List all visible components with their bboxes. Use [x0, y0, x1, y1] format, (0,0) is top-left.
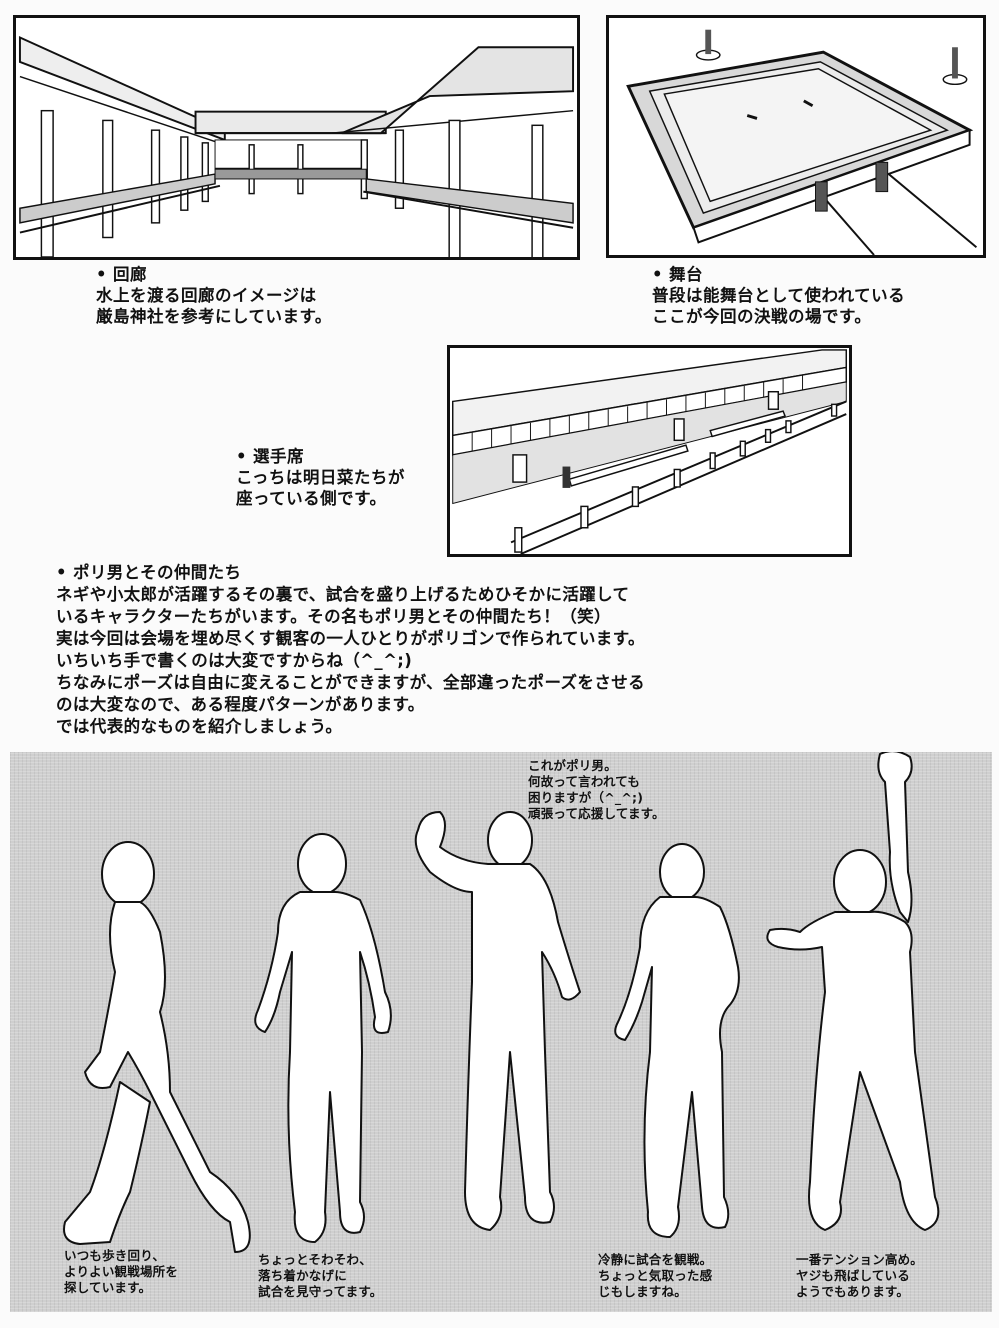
stage-illustration — [610, 18, 982, 255]
poly-men-figures — [63, 752, 940, 1253]
poly-men-title: ポリ男とその仲間たち — [56, 562, 645, 584]
walking-figure — [63, 841, 251, 1253]
excited-figure — [766, 752, 940, 1231]
poly-men-line: では代表的なものを紹介しましょう。 — [56, 717, 343, 736]
poly-men-line: 実は今回は会場を埋め尽くす観客の一人ひとりがポリゴンで作られています。 — [56, 629, 645, 648]
player-seats-caption-title: 選手席 — [236, 446, 405, 467]
stage-caption-line: 普段は能舞台として使われている — [652, 286, 906, 305]
stage-illustration-panel — [606, 15, 986, 258]
excited-caption-line: ようでもあります。 — [796, 1284, 910, 1299]
cheering-caption-line: 頑張って応援してます。 — [528, 806, 665, 821]
corridor-illustration — [18, 18, 575, 257]
calm-caption-line: じもしますね。 — [598, 1284, 687, 1299]
walking-caption-line: いつも歩き回り、 — [64, 1248, 166, 1263]
poly-men-line: いちいち手で書くのは大変ですからね（^_^;) — [56, 651, 413, 670]
calm-caption-line: ちょっと気取った感 — [598, 1268, 713, 1283]
player-seats-illustration — [452, 348, 847, 554]
calm-caption: 冷静に試合を観戦。 ちょっと気取った感 じもしますね。 — [598, 1252, 712, 1300]
corridor-illustration-panel — [13, 15, 580, 260]
corridor-caption-line: 水上を渡る回廊のイメージは — [96, 286, 317, 305]
walking-caption-line: 探しています。 — [64, 1280, 152, 1295]
poly-men-description: ポリ男とその仲間たち ネギや小太郎が活躍するその裏で、試合を盛り上げるためひそか… — [56, 562, 645, 738]
restless-caption-line: ちょっとそわそわ、 — [258, 1252, 372, 1267]
poly-men-line: のは大変なので、ある程度パターンがあります。 — [56, 695, 425, 714]
cheering-caption-line: 何故って言われても — [528, 774, 641, 789]
cheering-caption: これがポリ男。 何故って言われても 困りますが（^_^;) 頑張って応援してます… — [528, 758, 665, 822]
poly-men-line: ネギや小太郎が活躍するその裏で、試合を盛り上げるためひそかに活躍して — [56, 585, 630, 604]
stage-caption-line: ここが今回の決戦の場です。 — [652, 307, 872, 326]
poly-men-line: ちなみにポーズは自由に変えることができますが、全部違ったポーズをさせる — [56, 673, 646, 692]
stage-caption-title: 舞台 — [652, 264, 905, 285]
restless-caption-line: 落ち着かなげに — [258, 1268, 347, 1283]
cheering-caption-line: これがポリ男。 — [528, 758, 617, 773]
corridor-caption-line: 厳島神社を参考にしています。 — [96, 307, 332, 326]
player-seats-caption: 選手席 こっちは明日菜たちが 座っている側です。 — [236, 446, 405, 509]
restless-figure — [254, 833, 392, 1243]
player-seats-illustration-panel — [447, 345, 852, 557]
player-seats-caption-line: 座っている側です。 — [236, 489, 387, 508]
calm-caption-line: 冷静に試合を観戦。 — [598, 1252, 713, 1267]
corridor-caption-title: 回廊 — [96, 264, 332, 285]
player-seats-caption-line: こっちは明日菜たちが — [236, 468, 405, 487]
excited-caption: 一番テンション高め。 ヤジも飛ばしている ようでもあります。 — [796, 1252, 923, 1300]
excited-caption-line: ヤジも飛ばしている — [796, 1268, 910, 1283]
restless-caption-line: 試合を見守ってます。 — [258, 1284, 383, 1299]
poly-men-line: いるキャラクターたちがいます。その名もポリ男とその仲間たち！（笑） — [56, 607, 611, 626]
corridor-caption: 回廊 水上を渡る回廊のイメージは 厳島神社を参考にしています。 — [96, 264, 332, 327]
poses-showcase: これがポリ男。 何故って言われても 困りますが（^_^;) 頑張って応援してます… — [10, 752, 992, 1312]
excited-caption-line: 一番テンション高め。 — [796, 1252, 924, 1267]
walking-caption-line: よりよい観戦場所を — [64, 1264, 179, 1279]
stage-caption: 舞台 普段は能舞台として使われている ここが今回の決戦の場です。 — [652, 264, 905, 327]
walking-caption: いつも歩き回り、 よりよい観戦場所を 探しています。 — [64, 1248, 178, 1296]
cheering-caption-line: 困りますが（^_^;) — [528, 790, 644, 805]
calm-figure — [614, 843, 740, 1238]
restless-caption: ちょっとそわそわ、 落ち着かなげに 試合を見守ってます。 — [258, 1252, 383, 1300]
cheering-figure — [414, 811, 581, 1231]
